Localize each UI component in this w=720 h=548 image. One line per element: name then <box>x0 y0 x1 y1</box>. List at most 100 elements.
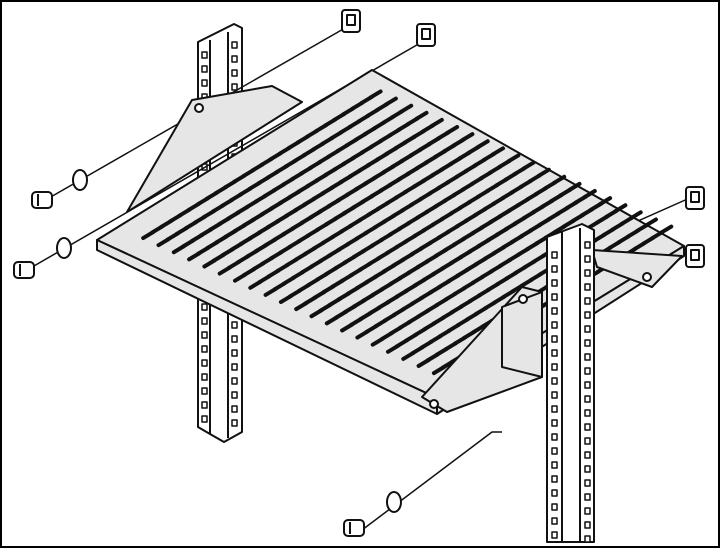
mounting-hole <box>231 363 238 371</box>
mounting-hole <box>584 269 591 277</box>
cage-nut <box>685 244 705 268</box>
mounting-hole <box>551 433 558 441</box>
mounting-hole <box>201 415 208 423</box>
mounting-hole <box>584 311 591 319</box>
vent-slot <box>506 153 521 164</box>
mounting-hole <box>551 503 558 511</box>
mounting-hole <box>201 387 208 395</box>
mounting-hole <box>584 437 591 445</box>
mounting-hole <box>201 303 208 311</box>
mounting-hole <box>584 507 591 515</box>
vent-slot <box>659 224 674 235</box>
vent-slot <box>491 146 506 157</box>
rear-right-bracket <box>591 249 683 288</box>
vent-slot <box>368 89 383 100</box>
mounting-hole <box>584 339 591 347</box>
washer <box>72 169 88 191</box>
mounting-hole <box>584 255 591 263</box>
mounting-hole <box>584 521 591 529</box>
mounting-hole <box>551 461 558 469</box>
left-bracket <box>126 85 303 213</box>
mounting-hole <box>201 317 208 325</box>
cage-nut <box>416 23 436 47</box>
screw <box>13 261 35 279</box>
washer <box>56 237 72 259</box>
mounting-hole <box>201 401 208 409</box>
mounting-hole <box>231 391 238 399</box>
right-bracket-plate <box>501 291 543 378</box>
mounting-hole <box>201 373 208 381</box>
mounting-hole <box>551 363 558 371</box>
bracket-screw <box>194 103 204 113</box>
mounting-hole <box>584 283 591 291</box>
mounting-hole <box>584 325 591 333</box>
mounting-hole <box>584 241 591 249</box>
vent-slot <box>475 139 490 150</box>
vent-slot <box>521 160 536 171</box>
mounting-hole <box>201 359 208 367</box>
mounting-hole <box>201 65 208 73</box>
vent-slot <box>429 117 444 128</box>
mounting-hole <box>201 79 208 87</box>
mounting-hole <box>231 321 238 329</box>
vent-slot <box>536 167 551 178</box>
mounting-hole <box>584 395 591 403</box>
cage-nut <box>341 9 361 33</box>
mounting-hole <box>584 353 591 361</box>
vent-slot <box>628 210 643 221</box>
mounting-hole <box>584 493 591 501</box>
mounting-hole <box>551 265 558 273</box>
mounting-hole <box>584 535 591 543</box>
vent-slot <box>399 103 414 114</box>
mounting-hole <box>584 297 591 305</box>
mounting-hole <box>551 419 558 427</box>
mounting-hole <box>551 489 558 497</box>
mounting-hole <box>551 321 558 329</box>
vent-slot <box>613 203 628 214</box>
mounting-hole <box>584 451 591 459</box>
right-rack-post <box>546 223 595 543</box>
mounting-hole <box>201 345 208 353</box>
mounting-hole <box>231 69 238 77</box>
mounting-hole <box>551 531 558 539</box>
bracket-screw <box>429 399 439 409</box>
mounting-hole <box>584 409 591 417</box>
bracket-screw <box>518 294 528 304</box>
mounting-hole <box>551 391 558 399</box>
vent-slot <box>644 217 659 228</box>
vent-slot <box>598 196 613 207</box>
cage-nut <box>685 186 705 210</box>
mounting-hole <box>551 251 558 259</box>
mounting-hole <box>551 517 558 525</box>
mounting-hole <box>231 377 238 385</box>
mounting-hole <box>231 55 238 63</box>
mounting-hole <box>201 331 208 339</box>
screw <box>31 191 53 209</box>
mounting-hole <box>551 475 558 483</box>
mounting-hole <box>231 83 238 91</box>
vent-slot <box>552 174 567 185</box>
washer <box>386 491 402 513</box>
mounting-hole <box>551 279 558 287</box>
mounting-hole <box>231 419 238 427</box>
vent-slot <box>383 96 398 107</box>
mounting-hole <box>231 335 238 343</box>
mounting-hole <box>231 41 238 49</box>
ventilation-slots <box>141 89 674 376</box>
mounting-hole <box>584 465 591 473</box>
vent-slot <box>414 110 429 121</box>
mounting-hole <box>551 307 558 315</box>
mounting-hole <box>231 349 238 357</box>
screw <box>343 519 365 537</box>
mounting-hole <box>231 405 238 413</box>
mounting-hole <box>584 423 591 431</box>
bracket-screw <box>642 272 652 282</box>
mounting-hole <box>551 349 558 357</box>
mounting-hole <box>551 405 558 413</box>
mounting-hole <box>584 479 591 487</box>
vent-slot <box>582 189 597 200</box>
vent-slot <box>567 181 582 192</box>
mounting-hole <box>551 293 558 301</box>
vent-slot <box>445 125 460 136</box>
